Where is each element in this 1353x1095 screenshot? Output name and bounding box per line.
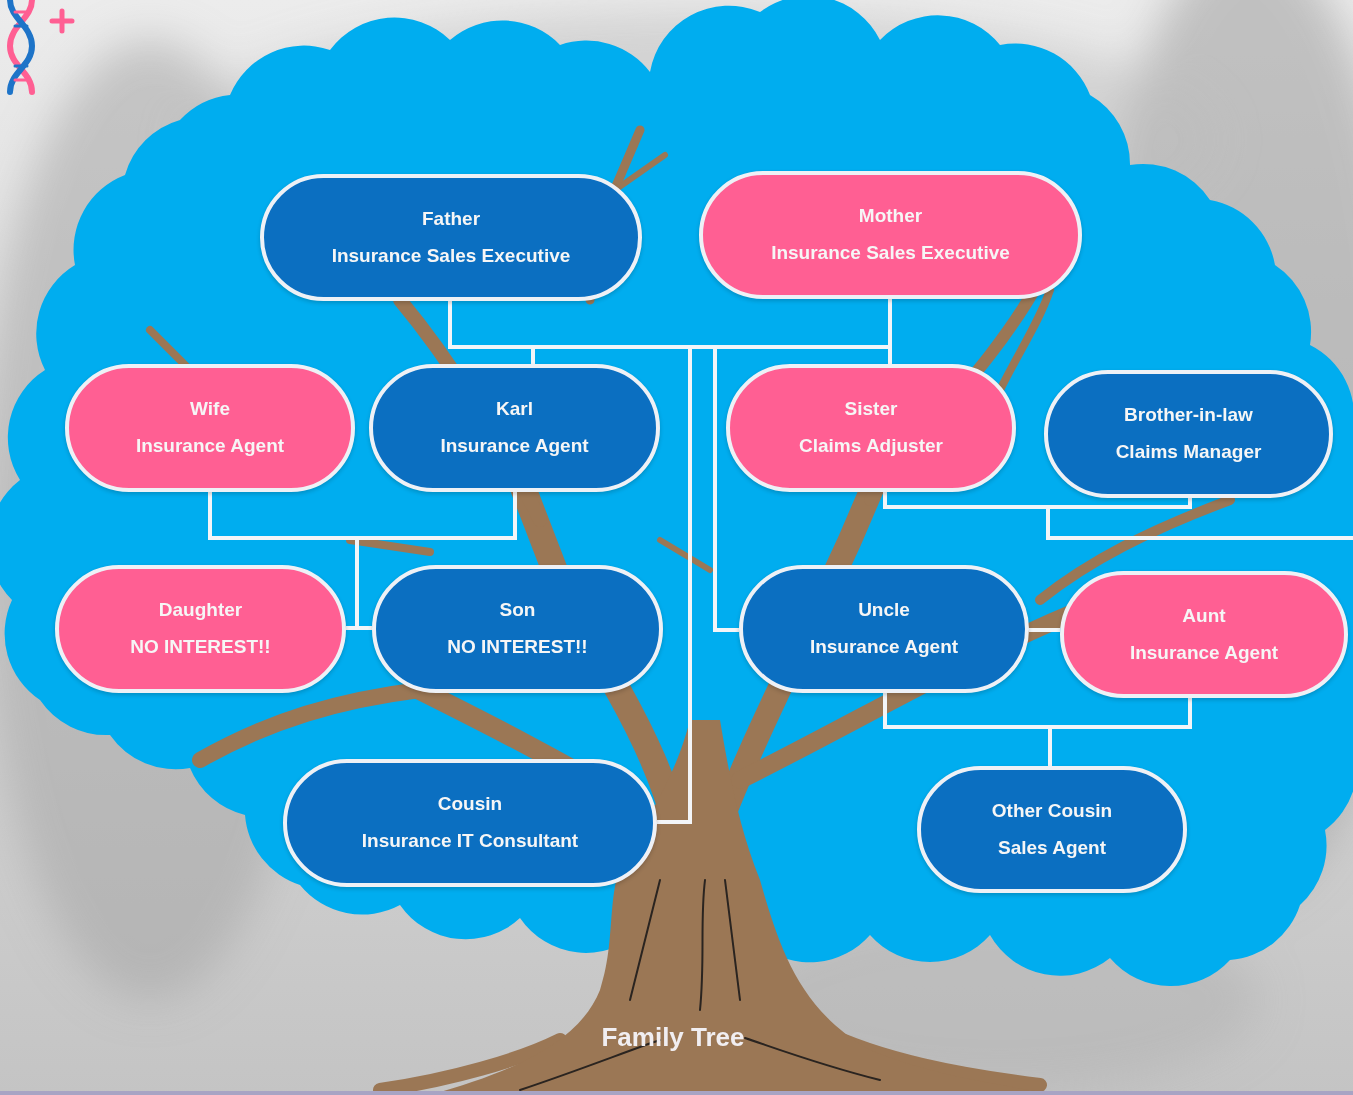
person-box: MotherInsurance Sales Executive xyxy=(699,171,1082,299)
person-name: Cousin xyxy=(438,792,502,817)
job-title: Insurance Sales Executive xyxy=(332,244,571,269)
person-name: Sister xyxy=(845,397,898,422)
person-name: Brother-in-law xyxy=(1124,403,1253,428)
job-title: Claims Manager xyxy=(1116,440,1262,465)
family-link xyxy=(533,299,890,364)
family-link xyxy=(450,301,533,364)
person-name: Son xyxy=(500,598,536,623)
job-title: Insurance IT Consultant xyxy=(362,829,578,854)
family-link xyxy=(1050,698,1190,766)
dna-strand xyxy=(10,0,32,92)
job-title: Insurance Agent xyxy=(136,434,284,459)
person-box: UncleInsurance Agent xyxy=(739,565,1029,693)
person-box: Son NO INTEREST!! xyxy=(372,565,663,693)
person-box: WifeInsurance Agent xyxy=(65,364,355,492)
person-name: Father xyxy=(422,207,480,232)
person-box: Brother-in-lawClaims Manager xyxy=(1044,370,1333,498)
dna-rung xyxy=(15,12,27,80)
job-title: Sales Agent xyxy=(998,836,1106,861)
person-box: CousinInsurance IT Consultant xyxy=(283,759,657,887)
family-link xyxy=(450,301,890,364)
person-box: Daughter NO INTEREST!! xyxy=(55,565,346,693)
bottom-strip xyxy=(0,1091,1353,1095)
person-box: Other CousinSales Agent xyxy=(917,766,1187,893)
dna-strand xyxy=(10,0,32,92)
branch xyxy=(200,690,420,760)
person-box: FatherInsurance Sales Executive xyxy=(260,174,642,301)
job-title: Claims Adjuster xyxy=(799,434,943,459)
bark-line xyxy=(700,880,705,1010)
dna-logo xyxy=(10,0,72,92)
branch xyxy=(1000,290,1050,390)
person-name: Daughter xyxy=(159,598,242,623)
family-link xyxy=(885,693,1050,766)
branch xyxy=(660,540,710,570)
job-title: Insurance Agent xyxy=(440,434,588,459)
bark-line xyxy=(725,880,740,1000)
bark-lines xyxy=(520,880,880,1090)
person-box: AuntInsurance Agent xyxy=(1060,571,1348,698)
job-title: NO INTEREST!! xyxy=(130,635,270,660)
person-name: Uncle xyxy=(858,598,910,623)
job-title: Insurance Agent xyxy=(810,635,958,660)
offpage-line xyxy=(1048,507,1353,538)
dna-rung xyxy=(15,26,27,66)
branch xyxy=(350,540,430,552)
person-name: Wife xyxy=(190,397,230,422)
job-title: Insurance Sales Executive xyxy=(771,241,1010,266)
person-box: SisterClaims Adjuster xyxy=(726,364,1016,492)
person-box: KarlInsurance Agent xyxy=(369,364,660,492)
plus-sign xyxy=(52,11,72,31)
job-title: Insurance Agent xyxy=(1130,641,1278,666)
family-link xyxy=(1029,628,1060,632)
person-name: Mother xyxy=(859,204,922,229)
tree-caption: Family Tree xyxy=(523,1022,823,1053)
person-name: Other Cousin xyxy=(992,799,1112,824)
person-name: Aunt xyxy=(1182,604,1225,629)
person-name: Karl xyxy=(496,397,533,422)
job-title: NO INTEREST!! xyxy=(447,635,587,660)
bark-line xyxy=(745,1038,880,1080)
branch xyxy=(615,155,665,190)
bark-line xyxy=(630,880,660,1000)
